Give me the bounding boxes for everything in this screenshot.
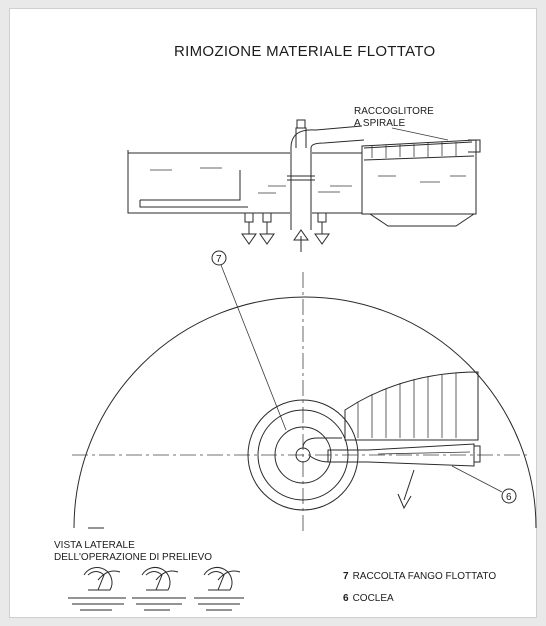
label-collector-line1: RACCOGLITORE bbox=[354, 106, 434, 117]
label-side-view-line2: DELL'OPERAZIONE DI PRELIEVO bbox=[54, 552, 213, 563]
callout-7: 7 bbox=[211, 250, 287, 431]
side-view-scoops bbox=[68, 566, 244, 611]
legend-text: RACCOLTA FANGO FLOTTATO bbox=[352, 571, 497, 582]
svg-text:6: 6 bbox=[506, 492, 512, 503]
tank-section bbox=[127, 150, 466, 252]
svg-text:7: 7 bbox=[216, 254, 222, 265]
legend-number: 7 bbox=[343, 571, 349, 582]
spiral-collector bbox=[361, 127, 481, 227]
central-pipe bbox=[287, 119, 365, 230]
legend-text: COCLEA bbox=[352, 593, 394, 604]
drawing-sheet bbox=[9, 8, 537, 618]
label-collector-line2: A SPIRALE bbox=[354, 118, 406, 129]
drawing-title: RIMOZIONE MATERIALE FLOTTATO bbox=[174, 43, 436, 60]
legend-number: 6 bbox=[343, 593, 349, 604]
callout-6: 6 bbox=[451, 465, 517, 504]
circular-tank-plan bbox=[72, 272, 537, 534]
label-side-view-line1: VISTA LATERALE bbox=[54, 540, 135, 551]
